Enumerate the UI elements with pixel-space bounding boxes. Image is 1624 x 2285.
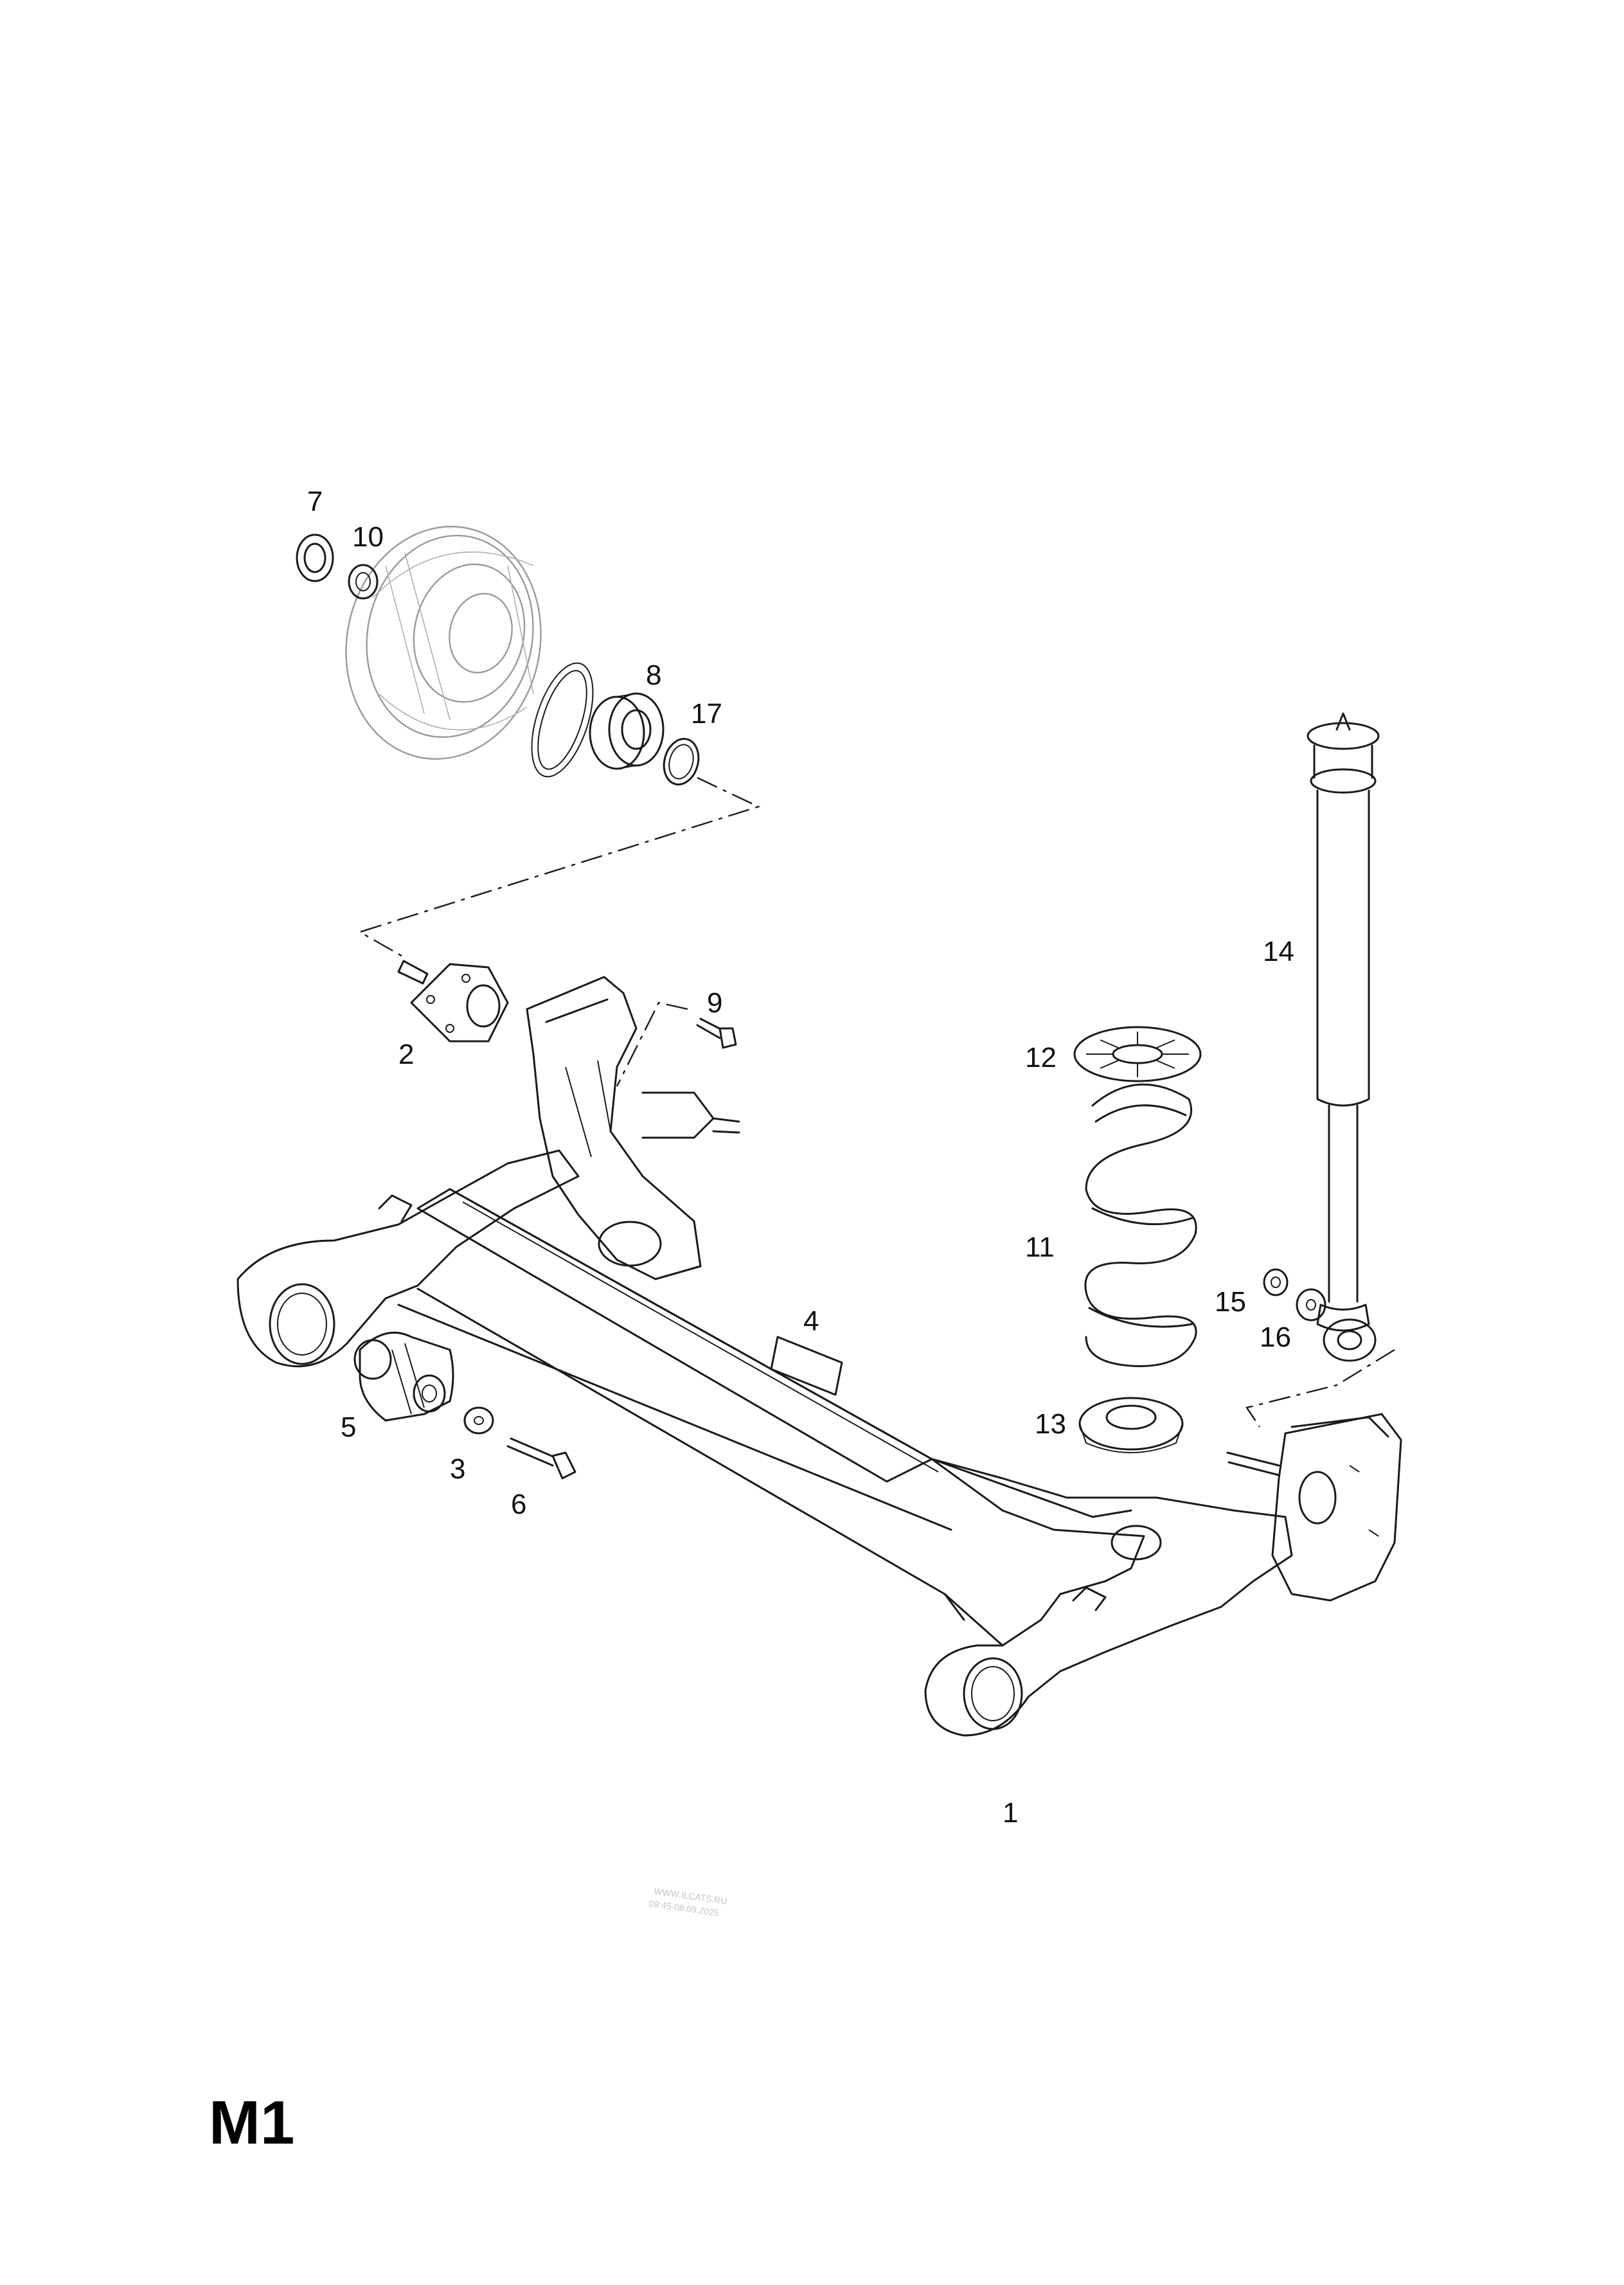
brake-drum-ghost [345,526,542,760]
wheel-hub-stub-2 [397,960,509,1043]
shock-absorber-14 [1307,712,1380,1362]
callout-3: 3 [450,1453,465,1485]
seal-ring-7 [296,533,334,582]
washer-16 [1296,1288,1326,1322]
callout-2: 2 [398,1039,414,1070]
hub-nut-10 [348,564,379,600]
leader-shock-lower [1245,1349,1395,1428]
lower-spring-seat-13 [1078,1397,1184,1453]
washer-3 [463,1406,494,1435]
bolt-6 [506,1437,576,1480]
label-plate-4 [770,1336,843,1396]
callouts: 1 2 3 4 5 6 7 8 9 10 11 12 13 14 15 16 1… [307,486,1294,1829]
rear-axle-beam-1 [236,1149,1402,1737]
mount-stud-right [1226,1451,1280,1476]
callout-17: 17 [691,698,722,730]
circlip-17 [663,738,700,785]
coil-spring-11 [1084,1083,1197,1367]
callout-1: 1 [1003,1797,1018,1829]
callout-16: 16 [1260,1322,1291,1353]
callout-14: 14 [1263,936,1294,967]
rubber-bushing-5 [353,1331,454,1422]
callout-11: 11 [1025,1232,1055,1263]
upper-spring-seat-12 [1073,1026,1202,1082]
callout-5: 5 [341,1411,356,1443]
callout-10: 10 [352,521,384,553]
callout-4: 4 [803,1305,819,1337]
callout-6: 6 [511,1489,526,1520]
callout-8: 8 [646,659,661,691]
wheel-bearing-8 [589,692,665,770]
page-code: M1 [209,2088,294,2157]
callout-15: 15 [1215,1286,1246,1318]
leader-bolt-9 [616,1001,688,1087]
watermark: WWW.ILCATS.RU 09:45-08.09.2025 [648,1886,728,1918]
callout-7: 7 [307,486,323,517]
leader-hub-group [358,776,761,959]
callout-9: 9 [707,987,722,1019]
callout-12: 12 [1025,1042,1057,1073]
nut-15 [1263,1268,1289,1296]
bolt-9 [696,1017,737,1049]
abs-tone-ring [531,662,594,778]
axle-bracket [526,976,740,1280]
callout-13: 13 [1035,1408,1066,1440]
